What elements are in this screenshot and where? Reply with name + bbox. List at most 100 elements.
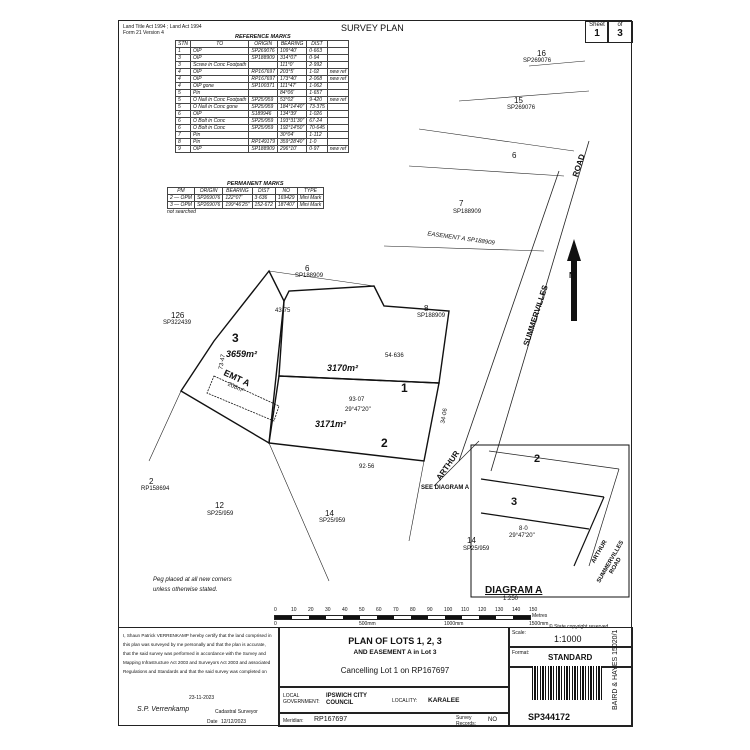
plan-number: SP344172: [528, 712, 571, 722]
adjacent-lot-6: 6: [512, 151, 517, 160]
barcode: [532, 666, 602, 700]
scale-tick-label: 80: [410, 607, 416, 613]
scale-tick-label: 30: [325, 607, 331, 613]
adjacent-lot-2: 2: [149, 477, 154, 486]
easement-a-outline: [206, 375, 280, 422]
scale-tick-label: 0: [274, 607, 277, 613]
scale-tick-label: 60: [376, 607, 382, 613]
scale-tick-label: 40: [342, 607, 348, 613]
boundary-12-14: [268, 442, 330, 582]
arthur-road-line: [433, 440, 480, 487]
scale-sub-tick-label: 0: [274, 621, 277, 627]
certificate-date: 12/12/2023: [221, 719, 247, 725]
boundary-6b: [268, 270, 375, 287]
permanent-marks-cell: Mini Mark: [296, 201, 325, 209]
diagram-lot-3: 3: [511, 496, 518, 508]
diagram-dimension: 8·0: [519, 526, 528, 532]
reference-marks-cell: 296°10': [276, 145, 308, 153]
pm-note: not searched: [167, 209, 196, 215]
sheet-number-box: Sheet 1: [585, 21, 609, 43]
scale-tick-label: 120: [478, 607, 487, 613]
lot-2-area: 3171m²: [315, 419, 347, 429]
road-line-west: [490, 140, 590, 472]
certificate-date-label: Date: [207, 719, 218, 725]
surveyor-role: Cadastral Surveyor: [215, 709, 258, 715]
diagram-a-frame: [470, 444, 630, 598]
scale-value: 1:1000: [554, 634, 582, 644]
permanent-marks-cell: SP269076: [193, 201, 224, 209]
diagram-a-title: DIAGRAM A: [485, 585, 543, 596]
north-label: N: [569, 271, 575, 280]
act-line: Land Title Act 1994 ; Land Act 1994: [123, 24, 202, 30]
permanent-marks-title: PERMANENT MARKS: [227, 181, 284, 187]
boundary-6: [418, 128, 575, 152]
scale-field: Scale: 1:1000: [509, 627, 633, 647]
dimension-3: 29°47'20": [345, 407, 371, 413]
plan-title-line-1: PLAN OF LOTS 1, 2, 3: [348, 636, 442, 646]
scale-tick-label: 100: [444, 607, 453, 613]
format-label: Format:: [512, 650, 530, 656]
certificate-text: I, Shaun Patrick VERRENKAMP hereby certi…: [123, 633, 272, 674]
survey-records-label: Survey Records:: [456, 715, 477, 727]
boundary-16: [528, 60, 586, 67]
scale-units: Metres: [532, 613, 548, 619]
of-label: of: [617, 22, 623, 28]
local-government-label: LOCAL GOVERNMENT:: [283, 693, 320, 705]
scale-tick-label: 130: [495, 607, 504, 613]
survey-records-value: NO: [488, 717, 497, 723]
diagram-boundary-4: [573, 496, 605, 567]
format-value: STANDARD: [548, 653, 593, 662]
boundary-2: [148, 390, 182, 462]
certificate-block: I, Shaun Patrick VERRENKAMP hereby certi…: [119, 627, 279, 727]
completion-date: 23-11-2023: [189, 695, 215, 701]
scale-tick-label: 50: [359, 607, 365, 613]
boundary-14-east: [408, 460, 425, 542]
sheet-total: 3: [617, 28, 623, 39]
scale-tick-label: 150: [529, 607, 538, 613]
scale-bar-metres: [274, 615, 531, 620]
diagram-bearing: 29°47'20": [509, 533, 535, 539]
adjacent-lot-7: 7: [459, 199, 464, 208]
adjacent-lot-126-plan: SP322439: [163, 320, 192, 326]
boundary-easement: [383, 245, 545, 252]
scale-sub-tick-label: 500mm: [359, 621, 376, 627]
locality-value: KARALEE: [428, 697, 460, 704]
form-line: Form 21 Version 4: [123, 30, 164, 36]
diagram-a-scale: 1:250: [503, 596, 519, 602]
side-reference-text: BAIRD & HAYES 15020/1: [612, 629, 619, 710]
adjacent-lot-12: 12: [215, 501, 224, 510]
peg-note-line-2: unless otherwise stated.: [153, 587, 218, 593]
reference-marks-title: REFERENCE MARKS: [235, 34, 291, 40]
adjacent-lot-15-plan: SP269076: [507, 105, 536, 111]
scale-tick-label: 110: [461, 607, 469, 613]
dimension-4: 92·56: [359, 464, 375, 470]
adjacent-lot-14-plan: SP25/959: [319, 518, 346, 524]
adjacent-lot-6b-plan: SP188909: [295, 273, 324, 279]
meridian-label: Meridian:: [283, 718, 304, 724]
plan-heading: SURVEY PLAN: [341, 23, 404, 33]
lot-2-outline: [268, 375, 440, 462]
adjacent-lot-126: 126: [171, 311, 185, 320]
sheet-label: Sheet: [589, 22, 605, 28]
adjacent-lot-2-plan: RP158694: [141, 486, 170, 492]
local-government-value: IPSWICH CITY COUNCIL: [326, 693, 367, 706]
diagram-boundary-1: [488, 450, 620, 470]
adjacent-lot-16: 16: [537, 49, 546, 58]
lot-1-area: 3170m²: [327, 363, 359, 373]
diagram-boundary-3: [480, 512, 590, 530]
reference-marks-cell: OIP: [189, 145, 250, 153]
boundary-15: [458, 90, 590, 102]
dimension-6: 43·75: [275, 308, 291, 314]
scale-tick-label: 10: [291, 607, 297, 613]
adjacent-lot-8-plan: SP188909: [417, 313, 446, 319]
